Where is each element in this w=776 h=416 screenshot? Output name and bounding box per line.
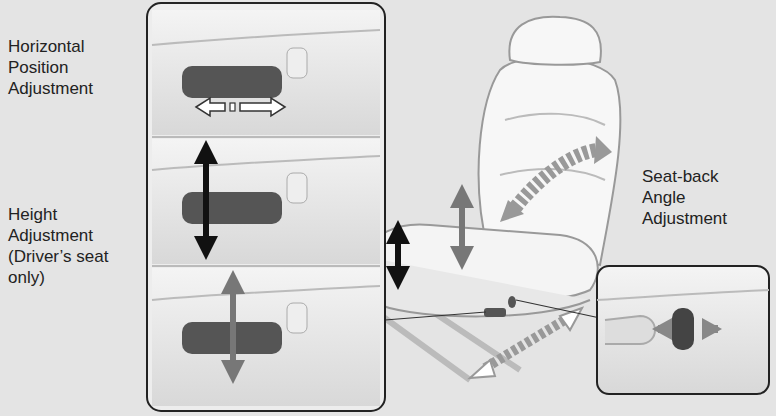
adjustment-label: Seat-back Angle Adjustment bbox=[642, 166, 752, 229]
adjustment-label: Horizontal Position Adjustment bbox=[8, 36, 143, 99]
adjustment-label: Height Adjustment (Driver’s seat only) bbox=[8, 204, 143, 288]
